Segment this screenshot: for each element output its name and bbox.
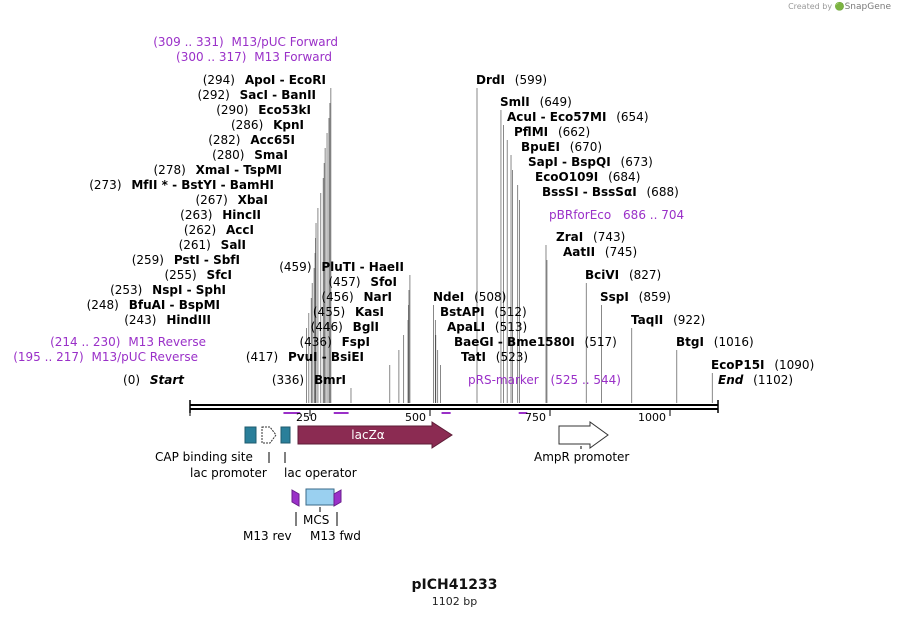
plasmid-title: pICH41233 <box>411 577 498 593</box>
m13-rev-feature[interactable] <box>291 489 300 507</box>
enzyme-bpuei[interactable]: BpuEI (670) <box>521 140 602 154</box>
m13-fwd-label: M13 fwd <box>310 529 361 543</box>
enzyme-ndei[interactable]: NdeI (508) <box>433 290 506 304</box>
lac-operator-label: lac operator <box>284 466 357 480</box>
snapgene-logo-icon: 🟢 <box>834 2 845 11</box>
enzyme-pos: (294) <box>203 73 235 87</box>
enzyme-btgi[interactable]: BtgI (1016) <box>676 335 754 349</box>
enzyme-apali[interactable]: ApaLI (513) <box>447 320 527 334</box>
enzyme-eco53ki[interactable]: (290) Eco53kI <box>216 103 311 117</box>
enzyme-sapi-bspqi[interactable]: SapI - BspQI (673) <box>528 155 653 169</box>
enzyme-end[interactable]: End (1102) <box>718 373 793 387</box>
enzyme-name: ApoI - EcoRI <box>245 73 326 87</box>
enzyme-xbai[interactable]: (267) XbaI <box>195 193 268 207</box>
enzyme-bfuai-bspmi[interactable]: (248) BfuAI - BspMI <box>87 298 220 312</box>
enzyme-labels-left: (294) ApoI - EcoRI (292) SacI - BanII (2… <box>87 73 326 327</box>
enzyme-start[interactable]: (0) Start <box>123 373 185 387</box>
lacza-feature[interactable] <box>297 421 453 449</box>
enzyme-cut-lines <box>306 88 713 403</box>
features: lacZα CAP binding site lac promoter lac … <box>155 421 629 543</box>
enzyme-pflmi[interactable]: PflMI (662) <box>514 125 590 139</box>
lac-promoter-feature[interactable] <box>261 426 277 444</box>
enzyme-zrai[interactable]: ZraI (743) <box>556 230 625 244</box>
enzyme-drdi[interactable]: DrdI (599) <box>476 73 547 87</box>
ampr-promoter-feature[interactable] <box>558 421 609 449</box>
enzyme-sfci[interactable]: (255) SfcI <box>164 268 232 282</box>
enzyme-bsssi[interactable]: BssSI - BssSαI (688) <box>542 185 679 199</box>
primer-prs-marker[interactable]: pRS-marker (525 .. 544) <box>468 373 621 387</box>
enzyme-pvui-bsiei[interactable]: (417) PvuI - BsiEI <box>246 350 364 364</box>
enzyme-kasi[interactable]: (455) KasI <box>313 305 384 319</box>
enzyme-acci[interactable]: (262) AccI <box>184 223 254 237</box>
plasmid-length: 1102 bp <box>431 595 478 608</box>
enzyme-bmri[interactable]: (336) BmrI <box>272 373 346 387</box>
enzyme-baegi-bme1580i[interactable]: BaeGI - Bme1580I (517) <box>454 335 617 349</box>
m13-rev-label: M13 rev <box>243 529 292 543</box>
enzyme-labels-center: (459) PluTI - HaeII (457) SfoI (456) Nar… <box>123 260 404 387</box>
enzyme-kpni[interactable]: (286) KpnI <box>231 118 304 132</box>
enzyme-sali[interactable]: (261) SalI <box>179 238 246 252</box>
ruler: 250 500 750 1000 <box>189 409 671 424</box>
enzyme-smai[interactable]: (280) SmaI <box>212 148 288 162</box>
enzyme-sfoi[interactable]: (457) SfoI <box>328 275 397 289</box>
enzyme-hindiii[interactable]: (243) HindIII <box>124 313 211 327</box>
enzyme-labels-right: DrdI (599) SmlI (649) AcuI - Eco57MI (65… <box>476 73 814 387</box>
enzyme-ecop15i[interactable]: EcoP15I (1090) <box>711 358 814 372</box>
primer-m13-reverse[interactable]: (214 .. 230) M13 Reverse <box>50 335 206 349</box>
cap-binding-site-label: CAP binding site <box>155 450 253 464</box>
enzyme-acui-eco57mi[interactable]: AcuI - Eco57MI (654) <box>507 110 649 124</box>
enzyme-taqii[interactable]: TaqII (922) <box>631 313 705 327</box>
ruler-tick-250: 250 <box>296 411 317 424</box>
enzyme-fspi[interactable]: (436) FspI <box>299 335 370 349</box>
snapgene-credit[interactable]: Created by 🟢SnapGene <box>788 2 891 12</box>
primer-m13-forward[interactable]: (300 .. 317) M13 Forward <box>176 50 332 64</box>
ruler-tick-500: 500 <box>405 411 426 424</box>
enzyme-bstapi[interactable]: BstAPI (512) <box>440 305 527 319</box>
ruler-tick-1000: 1000 <box>638 411 666 424</box>
enzyme-ecoo109i[interactable]: EcoO109I (684) <box>535 170 640 184</box>
ruler-tick-750: 750 <box>525 411 546 424</box>
mcs-label: MCS <box>303 513 329 527</box>
enzyme-bgli[interactable]: (446) BglI <box>311 320 379 334</box>
enzyme-aatii[interactable]: AatII (745) <box>563 245 637 259</box>
enzyme-bcivi[interactable]: BciVI (827) <box>585 268 661 282</box>
enzyme-plutii-haeii[interactable]: (459) PluTI - HaeII <box>279 260 404 274</box>
primer-m13-puc-reverse[interactable]: (195 .. 217) M13/pUC Reverse <box>13 350 198 364</box>
lac-promoter-label: lac promoter <box>190 466 267 480</box>
mcs-feature[interactable] <box>305 488 335 506</box>
enzyme-labels-mid: NdeI (508) BstAPI (512) ApaLI (513) BaeG… <box>433 290 617 364</box>
lac-operator-feature[interactable] <box>280 426 291 444</box>
cap-binding-site-feature[interactable] <box>244 426 257 444</box>
m13-fwd-feature[interactable] <box>333 489 342 507</box>
enzyme-apoi-ecori[interactable]: (294) ApoI - EcoRI <box>203 73 326 87</box>
enzyme-nari[interactable]: (456) NarI <box>321 290 392 304</box>
enzyme-sspi[interactable]: SspI (859) <box>600 290 671 304</box>
ampr-promoter-label: AmpR promoter <box>534 450 629 464</box>
enzyme-tati[interactable]: TatI (523) <box>461 350 528 364</box>
primer-labels: (309 .. 331) M13/pUC Forward (300 .. 317… <box>13 35 684 387</box>
enzyme-xmai-tspmi[interactable]: (278) XmaI - TspMI <box>154 163 283 177</box>
enzyme-mfli-bstyi-bamhi[interactable]: (273) MfII * - BstYI - BamHI <box>89 178 274 192</box>
primer-m13-puc-forward[interactable]: (309 .. 331) M13/pUC Forward <box>153 35 338 49</box>
enzyme-acc65i[interactable]: (282) Acc65I <box>208 133 295 147</box>
enzyme-smli[interactable]: SmlI (649) <box>500 95 572 109</box>
primer-pbrforeco[interactable]: pBRforEco 686 .. 704 <box>549 208 684 222</box>
enzyme-saci-banii[interactable]: (292) SacI - BanII <box>198 88 316 102</box>
lacza-label: lacZα <box>351 428 385 442</box>
enzyme-hincii[interactable]: (263) HincII <box>180 208 261 222</box>
sequence-backbone <box>189 400 719 413</box>
enzyme-psti-sbfi[interactable]: (259) PstI - SbfI <box>132 253 240 267</box>
enzyme-nspi-sphi[interactable]: (253) NspI - SphI <box>110 283 226 297</box>
